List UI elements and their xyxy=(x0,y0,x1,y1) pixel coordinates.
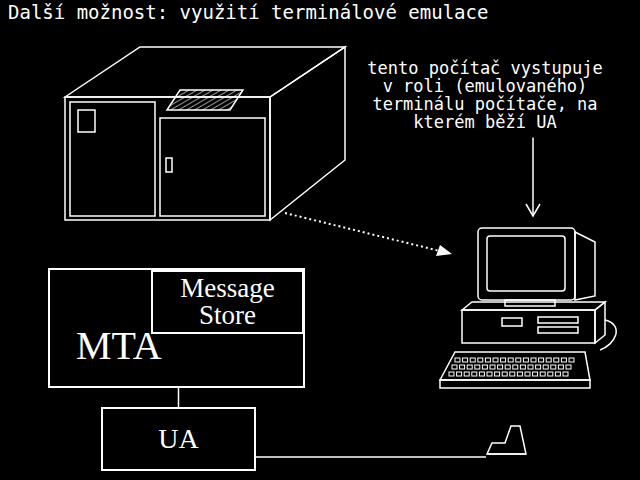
node-label: Message Store xyxy=(153,275,302,329)
message-store-box: Message Store xyxy=(151,270,304,334)
connector-line xyxy=(178,388,180,407)
dotted-link-arrow xyxy=(285,213,452,256)
mta-box: MTAMessage Store xyxy=(48,268,305,388)
callout-leader xyxy=(526,137,540,216)
node-label: MTA xyxy=(76,326,162,366)
telephone-icon xyxy=(487,426,526,454)
callout-note: tento počítač vystupuje v roli (emulovan… xyxy=(360,60,610,131)
ua-box: UA xyxy=(101,407,256,471)
ua-line xyxy=(256,457,486,458)
callout-wrap: tento počítač vystupuje v roli (emulovan… xyxy=(360,60,610,131)
mainframe-cabinet xyxy=(65,47,345,220)
personal-computer xyxy=(440,228,616,388)
node-label: UA xyxy=(158,425,198,453)
slide-title: Další možnost: využití terminálové emula… xyxy=(8,1,488,23)
title-wrap: Další možnost: využití terminálové emula… xyxy=(8,1,488,23)
